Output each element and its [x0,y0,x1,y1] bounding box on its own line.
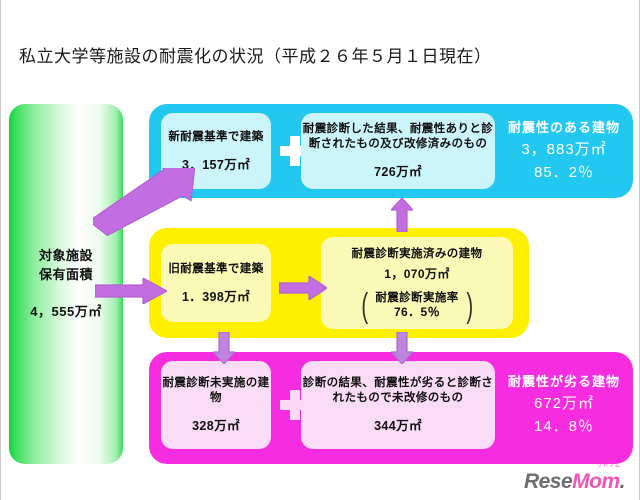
plus-icon [280,136,310,166]
arrow-right-icon [95,278,167,304]
box-old-standard-built-value: 1．398万㎡ [181,289,251,304]
watermark-text-rese: Rese [523,470,573,493]
box-diagnosis-completed-label: 耐震診断実施済みの建物 [351,248,483,260]
page-title: 私立大学等施設の耐震化の状況（平成２６年５月１日現在） [19,47,492,66]
source-facility-label: 対象施設 保有面積 [9,246,123,284]
diagnosis-rate: 耐震診断実施率 76．5％ [375,291,458,320]
watermark-text-mom: Mom [572,470,620,493]
diagnosis-rate-group: ( 耐震診断実施率 76．5％ ) [359,286,476,325]
box-old-standard-built-label: 旧耐震基準で建築 [168,262,264,275]
watermark: ReseMom. リセマム [523,464,626,493]
paren-left: ( [360,286,368,325]
box-new-standard-built-label: 新耐震基準で建築 [168,130,264,143]
box-diagnosis-completed-value: 1，070万㎡ [384,267,450,281]
summary-seismic-ok-area: 3，883万㎡ [521,141,607,158]
watermark-text: ReseMom. [523,470,626,493]
arrow-down-icon [213,332,235,364]
source-facility-panel: 対象施設 保有面積 4，555万㎡ [9,104,123,464]
arrow-up-icon [391,198,413,232]
box-diagnosis-not-done-label: 耐震診断未実施の建物 [162,377,270,404]
summary-seismic-poor-percent: 14．8％ [533,418,595,435]
box-diagnosis-not-done: 耐震診断未実施の建物 328万㎡ [161,361,271,449]
box-diagnosis-completed: 耐震診断実施済みの建物 1，070万㎡ ( 耐震診断実施率 76．5％ ) [321,237,513,329]
summary-seismic-ok-percent: 85．2％ [533,164,595,181]
arrow-diagonal-up-right-icon [93,168,196,237]
box-diagnosed-ok-or-retrofitted-label: 耐震診断した結果、耐震性ありと診断されたもの及び改修済みのもの [302,123,494,150]
box-diagnosed-poor-unrepaired-label: 診断の結果、耐震性が劣ると診断されたもので未改修のもの [302,377,494,404]
summary-seismic-poor-label: 耐震性が劣る建物 [507,374,620,389]
summary-seismic-ok-label: 耐震性のある建物 [507,120,620,135]
box-new-standard-built-value: 3．157万㎡ [181,157,251,172]
diagnosis-rate-value: 76．5％ [393,305,441,319]
box-diagnosed-poor-unrepaired-value: 344万㎡ [374,419,422,433]
summary-seismic-poor: 耐震性が劣る建物 672万㎡ 14．8％ [501,372,627,438]
watermark-ruby: リセマム [596,463,621,469]
box-old-standard-built: 旧耐震基準で建築 1．398万㎡ [161,244,271,322]
plus-icon [280,390,310,420]
diagnosis-rate-label: 耐震診断実施率 [375,292,459,304]
box-diagnosed-ok-or-retrofitted-value: 726万㎡ [374,165,422,179]
watermark-text-dot: . [619,470,626,493]
box-diagnosis-not-done-value: 328万㎡ [192,419,240,433]
summary-seismic-poor-area: 672万㎡ [533,395,595,412]
paren-right: ) [466,286,474,325]
arrow-down-icon [391,332,413,364]
arrow-right-icon [279,276,327,300]
source-facility-label-line1: 対象施設 [38,248,93,263]
source-facility-label-line2: 保有面積 [38,267,93,282]
summary-seismic-ok: 耐震性のある建物 3，883万㎡ 85．2％ [501,118,627,184]
box-diagnosed-poor-unrepaired: 診断の結果、耐震性が劣ると診断されたもので未改修のもの 344万㎡ [301,361,495,449]
box-diagnosed-ok-or-retrofitted: 耐震診断した結果、耐震性ありと診断されたもの及び改修済みのもの 726万㎡ [301,113,495,189]
source-facility-value: 4，555万㎡ [30,304,102,319]
